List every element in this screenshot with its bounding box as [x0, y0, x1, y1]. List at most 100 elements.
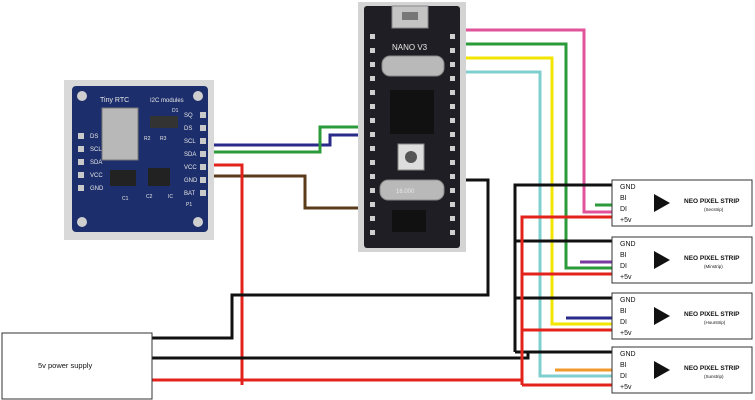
psu-label: 5v power supply [38, 361, 92, 370]
wire-black-psu [152, 352, 530, 360]
direction-arrow-icon [654, 251, 670, 269]
wire-black-gnd-bus [513, 183, 612, 352]
rtc-component-labels: D1 R2 R3 C1 C2 IC P1 [122, 108, 192, 208]
strip-title: NEO PIXEL STRIP [684, 198, 740, 205]
rtc-left-pin: SDA [90, 160, 102, 166]
wire-green-sda [204, 125, 372, 154]
nano-pin [450, 202, 455, 207]
strip-box [611, 346, 753, 394]
strip-pin-label: DI [620, 206, 627, 213]
rtc-label: R3 [160, 136, 167, 142]
nano-pin [370, 188, 375, 193]
crystal-label: 16.000 [396, 189, 415, 195]
nano-pin [450, 90, 455, 95]
wire-pink-data [452, 28, 612, 214]
strip-pin-label: GND [620, 297, 636, 304]
nano-pin [370, 132, 375, 137]
strip-pin-label: BI [620, 252, 627, 259]
strip-title: NEO PIXEL STRIP [684, 255, 740, 262]
nano-pin [450, 34, 455, 39]
rtc-left-pin: GND [90, 186, 104, 192]
wire-red-rtc-vcc [204, 163, 244, 385]
wire-green-data [452, 42, 612, 270]
rtc-label: IC [168, 194, 173, 200]
wire-navy-scl [204, 133, 372, 147]
rtc-label: D1 [172, 108, 179, 114]
strip-pin-label: GND [620, 351, 636, 358]
reset-button-cap[interactable] [405, 151, 417, 163]
strip-subtitle: (Minstrip) [704, 264, 723, 269]
strip-pin-label: BI [620, 195, 627, 202]
strip-box [611, 292, 753, 340]
wire-yellow-data [452, 56, 612, 326]
nano-pin [450, 132, 455, 137]
nano-pin [450, 188, 455, 193]
rtc-left-pin: DS [90, 134, 98, 140]
nano-pin [370, 104, 375, 109]
nano-pin [450, 216, 455, 221]
strip-box [611, 236, 753, 284]
rtc-module: Tiny RTC I2C modules DS SCL SDA VCC GND … [64, 80, 214, 240]
strip-pin-label: +5v [620, 217, 632, 224]
crystal-bottom [379, 179, 445, 201]
battery-holder [101, 107, 139, 161]
rtc-label: P1 [186, 202, 192, 208]
nano-pin [450, 230, 455, 235]
nano-pin [370, 90, 375, 95]
nano-pin [450, 160, 455, 165]
neopixel-strip: GND BI DI +5v NEO PIXEL STRIP (Secstrip) [611, 179, 753, 227]
strip-title: NEO PIXEL STRIP [684, 311, 740, 318]
nano-pin [450, 146, 455, 151]
direction-arrow-icon [654, 361, 670, 379]
mcu-chip [390, 90, 434, 134]
rtc-left-pins: DS SCL SDA VCC GND [90, 134, 104, 192]
strip-pin-label: +5v [620, 274, 632, 281]
strip-subtitle: (Secstrip) [704, 207, 724, 212]
nano-pin [370, 62, 375, 67]
strip-subtitle: (Sunstrip) [704, 374, 724, 379]
rtc-label: R2 [144, 136, 151, 142]
rtc-right-pin: BAT [184, 191, 196, 197]
nano-pin [370, 202, 375, 207]
strip-pin-label: BI [620, 308, 627, 315]
rtc-label: C1 [122, 196, 129, 202]
direction-arrow-icon [654, 194, 670, 212]
strip-pin-label: +5v [620, 384, 632, 391]
rtc-label: C2 [146, 194, 153, 200]
strip-pin-label: +5v [620, 330, 632, 337]
rtc-right-pin: SCL [184, 139, 196, 145]
chip-eeprom [148, 168, 170, 186]
wire-black-nano-gnd [152, 178, 490, 340]
resistor-array [150, 116, 178, 128]
rtc-mount-hole [193, 91, 203, 101]
rtc-right-pins: SQ DS SCL SDA VCC GND BAT [184, 113, 198, 197]
nano-pins [370, 34, 455, 235]
rtc-right-pin: SQ [184, 113, 193, 119]
bi-jumpers [555, 203, 612, 372]
nano-pin [450, 174, 455, 179]
nano-title: NANO V3 [392, 43, 428, 52]
nano-pin [450, 48, 455, 53]
rtc-title: Tiny RTC [100, 97, 129, 104]
nano-pin [450, 118, 455, 123]
nano-pin [370, 76, 375, 81]
voltage-reg [392, 210, 426, 232]
rtc-pcb [72, 86, 208, 232]
arduino-nano: NANO V3 16.000 [358, 2, 466, 252]
strip-pin-label: GND [620, 184, 636, 191]
nano-pin [370, 230, 375, 235]
nano-pin [450, 104, 455, 109]
strip-subtitle: (Hourstrip) [704, 320, 726, 325]
nano-pin [370, 48, 375, 53]
rtc-mount-hole [193, 217, 203, 227]
rtc-right-pin: DS [184, 126, 192, 132]
nano-pin [370, 174, 375, 179]
rtc-mount-hole [77, 91, 87, 101]
strip-box [611, 179, 753, 227]
rtc-subtitle: I2C modules [150, 98, 184, 104]
rtc-right-pin: SDA [184, 152, 196, 158]
